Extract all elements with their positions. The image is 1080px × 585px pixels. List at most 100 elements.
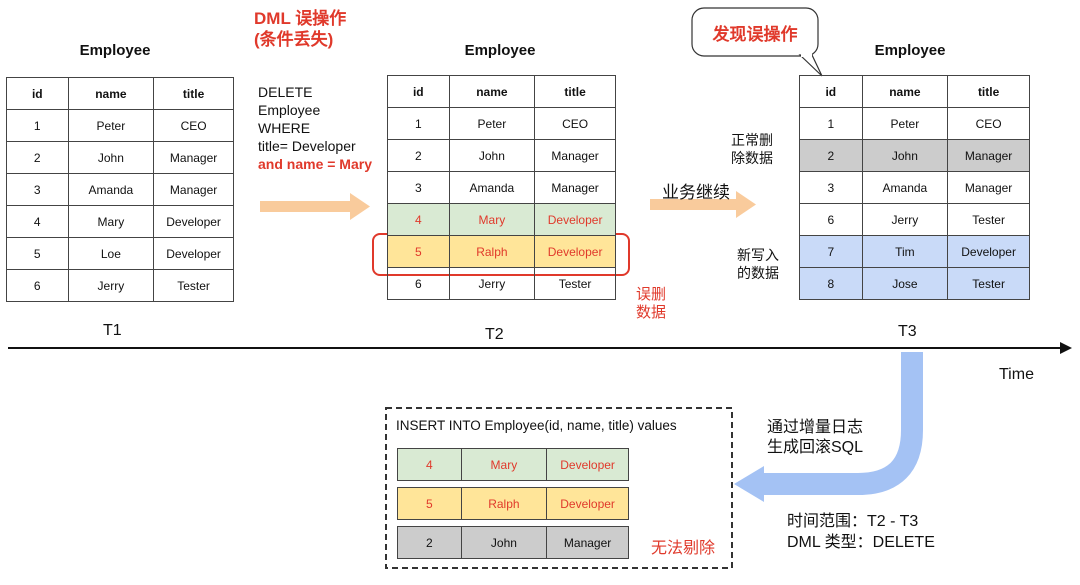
table-header-row: id name title [6,77,234,110]
table-cell: 8 [799,267,863,300]
gen-rollback-line: 通过增量日志 [767,419,864,436]
cannot-remove-label: 无法剔除 [651,540,716,557]
table-cell: John [861,139,949,172]
table-cell: John [448,139,536,172]
header-cell: title [947,75,1030,108]
table-cell: Peter [67,109,155,142]
gen-rollback-label: 通过增量日志 生成回滚SQL [767,418,863,458]
t2-label: T2 [485,326,504,343]
table-cell: Manager [153,173,234,206]
orange-arrow-1 [260,193,370,220]
table-cell: CEO [947,107,1030,140]
table-cell: 2 [799,139,863,172]
header-cell: id [387,75,450,108]
time-range-label: 时间范围：T2 - T3 [787,513,919,530]
table-cell: Tester [534,267,616,300]
header-cell: id [6,77,69,110]
table-cell: 5 [387,235,450,268]
table-cell: 4 [397,448,462,481]
table-cell: Tim [861,235,949,268]
table-cell: Manager [947,171,1030,204]
orange-arrow-2 [650,191,756,218]
table-cell: Jose [861,267,949,300]
table-cell: Tester [947,203,1030,236]
table-cell: Manager [546,526,629,559]
table-cell: Manager [534,139,616,172]
sql-statement: DELETE Employee WHERE title= Developer a… [258,83,372,173]
table-cell: Mary [448,203,536,236]
table-cell: Developer [947,235,1030,268]
table-cell: Ralph [448,235,536,268]
normal-delete-label: 正常删 除数据 [731,131,773,167]
business-continue-label: 业务继续 [662,183,730,202]
table-cell: 5 [397,487,462,520]
table-cell: Jerry [67,269,155,302]
table-cell: Developer [153,205,234,238]
table-cell: Ralph [460,487,548,520]
t1-label: T1 [103,322,122,339]
table-cell: 1 [6,109,69,142]
mis-delete-label-line: 数据 [636,304,667,321]
table-cell: Tester [947,267,1030,300]
table-cell: 6 [6,269,69,302]
table-cell: CEO [153,109,234,142]
table-header-row: id name title [799,75,1030,108]
table-cell: Peter [861,107,949,140]
table-cell: Manager [534,171,616,204]
table-cell: Manager [153,141,234,174]
header-cell: title [153,77,234,110]
table-cell: Peter [448,107,536,140]
sql-line-missing-condition: and name = Mary [258,156,372,172]
table-cell: 2 [387,139,450,172]
header-cell: name [67,77,155,110]
table-header-row: id name title [387,75,616,108]
table-cell: CEO [534,107,616,140]
mis-delete-label: 误删 数据 [636,286,666,322]
table-cell: 2 [6,141,69,174]
table-cell: 2 [397,526,462,559]
blue-curved-arrow [734,352,923,502]
insert-statement: INSERT INTO Employee(id, name, title) va… [396,418,677,433]
sql-line: WHERE [258,120,311,136]
sql-line: DELETE [258,84,313,100]
table-cell: Tester [153,269,234,302]
table-cell: 3 [6,173,69,206]
header-cell: id [799,75,863,108]
table-cell: Developer [153,237,234,270]
table-cell: John [460,526,548,559]
t2-table-title: Employee [464,42,536,59]
sql-line: Employee [258,102,321,118]
table-cell: Jerry [448,267,536,300]
table-cell: Mary [67,205,155,238]
table-cell: 6 [799,203,863,236]
dml-label-line2: (条件丢失) [254,30,334,49]
table-cell: Manager [947,139,1030,172]
dml-label: DML 误操作 (条件丢失) [254,8,346,50]
header-cell: name [861,75,949,108]
normal-delete-label-line: 除数据 [731,150,773,166]
header-cell: title [534,75,616,108]
new-write-label-line: 的数据 [737,265,779,281]
table-cell: Jerry [861,203,949,236]
